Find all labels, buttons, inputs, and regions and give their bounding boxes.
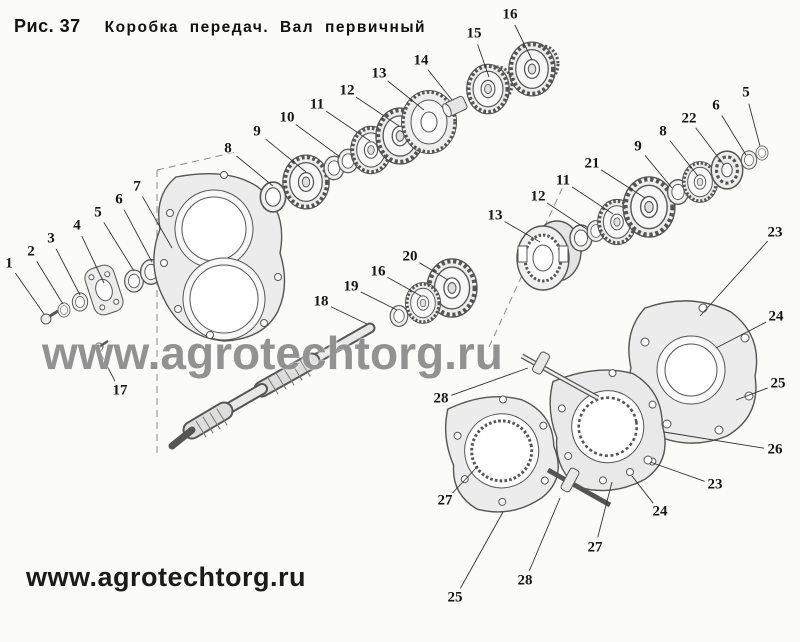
primary-shaft-gear-train (259, 42, 560, 213)
primary-shaft (168, 322, 376, 450)
watermark-bottom: www.agrotechtorg.ru (26, 562, 307, 592)
housing-covers (444, 300, 758, 513)
watermark-center: www.agrotechtorg.ru (42, 327, 503, 379)
figure-caption: Коробка передач. Вал первичный (104, 19, 427, 36)
construction-lines (156, 151, 568, 458)
secondary-gear-train (389, 145, 769, 327)
clutch-housing (153, 171, 286, 342)
figure-number: Рис. 37 (14, 16, 81, 36)
figure-header: Рис. 37 Коробка передач. Вал первичный (14, 16, 426, 37)
left-small-parts (40, 241, 191, 352)
shift-forks (520, 351, 653, 508)
leader-lines (14, 24, 768, 589)
